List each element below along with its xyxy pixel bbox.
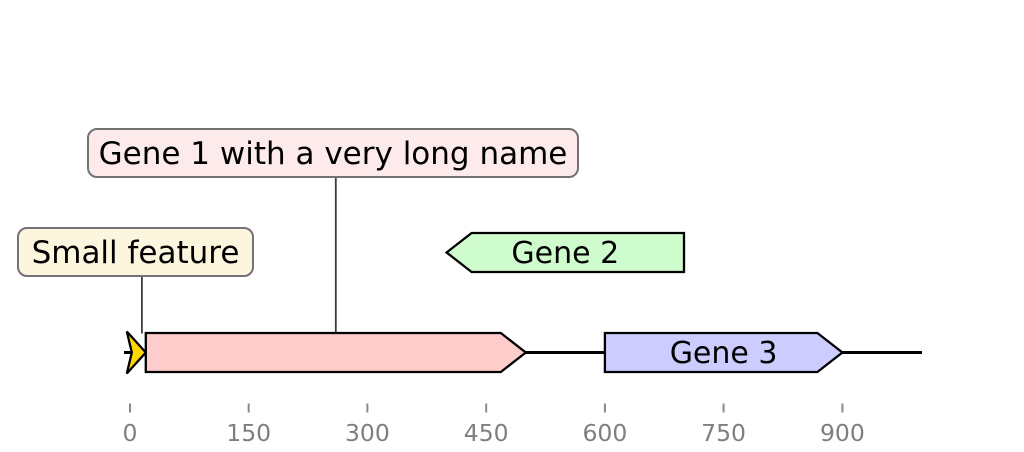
axis-tick-label: 600 <box>582 419 627 447</box>
axis-tick-label: 0 <box>123 419 138 447</box>
feature-label-gene-2: Gene 2 <box>511 236 619 271</box>
callout-box-gene-1 <box>87 128 579 178</box>
axis-tick-label: 450 <box>464 419 509 447</box>
feature-arrow-gene-1 <box>144 331 528 374</box>
callout-labels-layer: Small feature Gene 1 with a very long nam… <box>17 128 579 277</box>
axis-tick-label: 150 <box>226 419 271 447</box>
axis-tick-label: 900 <box>820 419 865 447</box>
axis-tick-label: 300 <box>345 419 390 447</box>
axis-layer: 0 150 300 450 600 750 900 <box>123 403 865 447</box>
leader-lines-layer <box>140 177 337 334</box>
feature-arrow-gene-3 <box>603 331 845 374</box>
callout-label-gene-1: Gene 1 with a very long name <box>99 136 568 172</box>
features-layer: Gene 2 Gene 3 <box>125 231 845 375</box>
axis-tick-label: 750 <box>701 419 746 447</box>
feature-arrow-small-feature <box>125 330 148 375</box>
feature-label-gene-3: Gene 3 <box>670 336 778 371</box>
feature-arrow-gene-2 <box>444 231 686 274</box>
callout-label-small-feature: Small feature <box>32 235 240 271</box>
callout-box-small-feature <box>17 227 254 277</box>
